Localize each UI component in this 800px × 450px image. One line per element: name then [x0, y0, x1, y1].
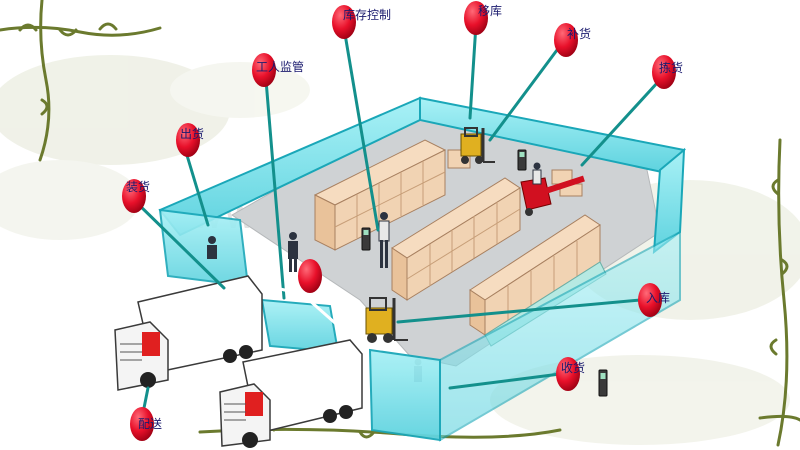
label-delivery: 配送: [138, 417, 163, 431]
pin-marker-icon: [298, 259, 322, 293]
label-shipping-out: 出货: [180, 127, 205, 141]
pin-marker-icon: [176, 123, 200, 157]
label-inventory-control: 库存控制: [343, 8, 392, 22]
pin-marker-icon: [464, 1, 488, 35]
pin-marker-icon: [130, 407, 154, 441]
pin-marker-icon: [638, 283, 662, 317]
pin-marker-icon: [252, 53, 276, 87]
label-move-stock: 移库: [478, 4, 503, 18]
back-walls: [158, 96, 687, 255]
label-replenish: 补货: [567, 27, 592, 41]
label-receiving: 收货: [561, 361, 586, 375]
front-walls: [260, 230, 681, 442]
truck-icon: [114, 275, 263, 391]
pallet-jack-icon: [520, 175, 585, 216]
scanner-screen: [363, 152, 606, 379]
pin-marker-icon: [556, 357, 580, 391]
forklift-icon: [365, 297, 408, 343]
storage-rack-1: [313, 139, 447, 251]
pin-marker-icon: [122, 179, 146, 213]
pin-marker-icon: [652, 55, 676, 89]
pin-marker-icon: [332, 5, 356, 39]
storage-rack-2: [391, 177, 521, 301]
forklift-icon: [460, 127, 495, 164]
label-loading: 装货: [126, 180, 151, 194]
pin-markers: [122, 1, 676, 441]
pin-marker-icon: [554, 23, 578, 57]
label-putaway: 入库: [646, 291, 671, 305]
dock-wall-left: [158, 208, 250, 288]
label-picking: 拣货: [659, 61, 684, 75]
truck-icon: [219, 339, 363, 448]
label-worker-supervision: 工人监管: [256, 60, 305, 74]
